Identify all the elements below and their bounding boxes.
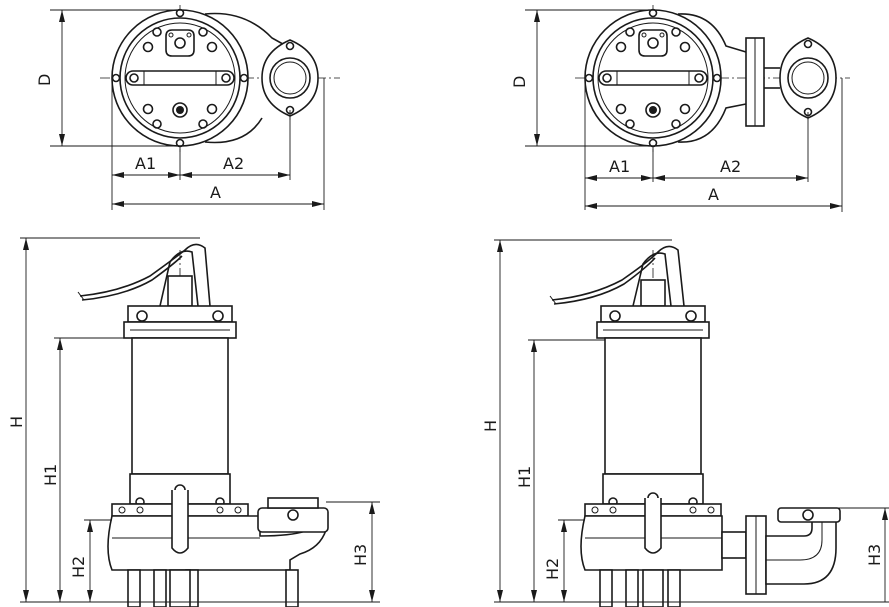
dim-label-h1-left: H1 [41, 464, 60, 486]
dim-label-a-left: A [210, 183, 221, 202]
dim-label-d-right: D [510, 76, 529, 88]
side-view-right [549, 245, 841, 607]
dim-label-h2-left: H2 [69, 556, 88, 578]
dim-label-h-right: H [481, 420, 500, 432]
dim-label-h3-right: H3 [865, 544, 884, 566]
dim-label-a1-left: A1 [135, 154, 156, 173]
dimensions-side-left [20, 237, 380, 603]
dim-label-a2-left: A2 [223, 154, 244, 173]
dimensions-plan-right [525, 9, 843, 212]
dim-label-h3-left: H3 [351, 544, 370, 566]
dim-label-a1-right: A1 [609, 157, 630, 176]
dim-label-d-left: D [35, 74, 54, 86]
plan-view-right [575, 5, 850, 152]
dimensions-plan-left [50, 9, 325, 210]
dim-label-h-left: H [7, 416, 26, 428]
dim-label-a-right: A [708, 185, 719, 204]
dimensions-side-right [494, 239, 889, 603]
side-view-left [77, 243, 329, 607]
dim-label-h1-right: H1 [515, 466, 534, 488]
dim-label-a2-right: A2 [720, 157, 741, 176]
plan-view-left [100, 5, 340, 152]
dim-label-h2-right: H2 [543, 558, 562, 580]
